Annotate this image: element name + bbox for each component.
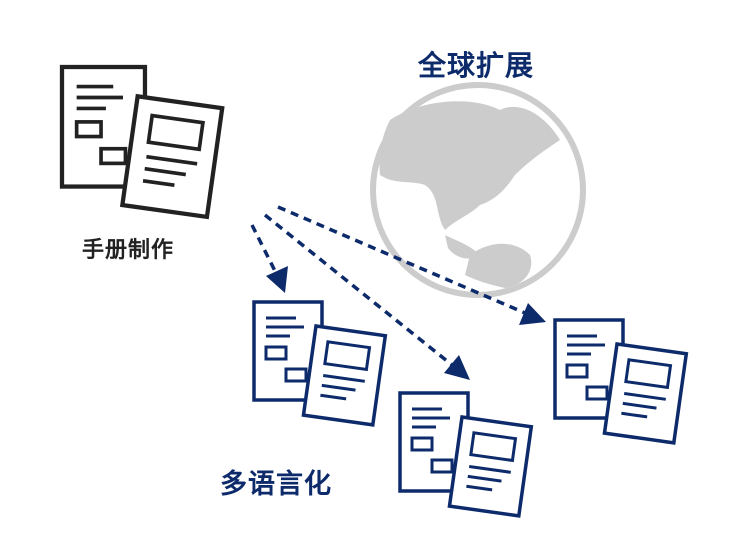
arrowheads <box>266 266 546 380</box>
source-manual-docs-icon <box>62 67 222 217</box>
globe-icon <box>370 82 586 298</box>
manual-creation-label: 手册制作 <box>82 238 175 263</box>
dashed-arrows <box>250 205 526 367</box>
localized-docs-icon-1 <box>252 300 388 427</box>
arrow-line-3 <box>277 205 526 315</box>
arrowhead-3 <box>519 303 546 325</box>
arrow-line-1 <box>250 224 279 276</box>
localized-docs-icon-2 <box>398 391 534 518</box>
arrow-line-2 <box>263 213 454 367</box>
localization-label: 多语言化 <box>220 469 332 500</box>
localized-docs-icon-3 <box>553 318 689 445</box>
global-expansion-label: 全球扩展 <box>418 49 535 82</box>
arrowhead-1 <box>266 266 288 293</box>
arrowhead-2 <box>444 355 470 380</box>
